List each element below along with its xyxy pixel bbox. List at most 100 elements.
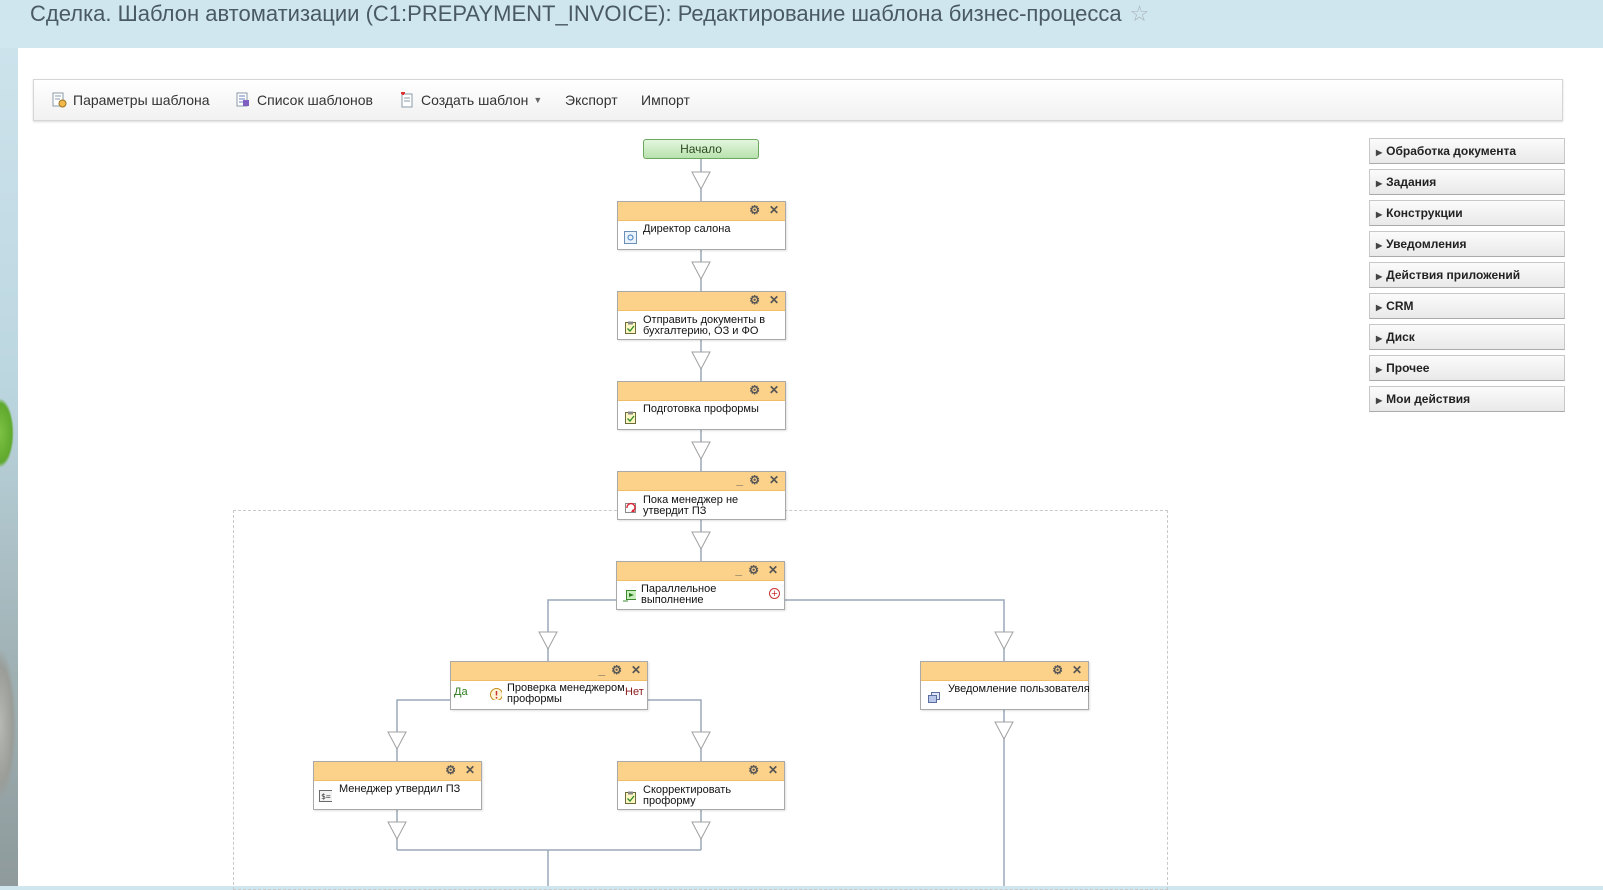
activity-prepare-proforma[interactable]: ⚙ ✕ Подготовка проформы <box>617 381 786 430</box>
activity-label: Директор салона <box>643 223 731 235</box>
palette-group-constructs[interactable]: ▶Конструкции <box>1369 200 1565 226</box>
collapse-icon[interactable]: _ <box>735 563 742 577</box>
activity-label-line2: бухгалтерию, ОЗ и ФО <box>643 325 759 337</box>
collapse-icon[interactable]: _ <box>598 663 605 677</box>
activity-label-line1: Скорректировать <box>643 784 732 796</box>
page-title: Сделка. Шаблон автоматизации (C1:PREPAYM… <box>30 0 1149 28</box>
export-label: Экспорт <box>565 92 618 108</box>
activity-label: Менеджер утвердил ПЗ <box>339 783 461 795</box>
expand-arrow-icon: ▶ <box>1376 241 1383 250</box>
activity-label-line1: Пока менеджер не <box>643 494 739 506</box>
create-template-button[interactable]: Создать шаблон ▼ <box>399 80 542 120</box>
list-icon <box>235 92 251 108</box>
template-list-button[interactable]: Список шаблонов <box>235 80 373 120</box>
template-list-label: Список шаблонов <box>257 92 373 108</box>
activity-parallel[interactable]: _ ⚙ ✕ Параллельное выполнение + <box>616 561 785 610</box>
close-icon[interactable]: ✕ <box>768 293 779 307</box>
gear-icon[interactable]: ⚙ <box>445 763 456 777</box>
activity-header: ⚙ ✕ <box>618 202 785 221</box>
close-icon[interactable]: ✕ <box>464 763 475 777</box>
close-icon[interactable]: ✕ <box>767 563 778 577</box>
export-button[interactable]: Экспорт <box>565 80 618 120</box>
activity-header: _ ⚙ ✕ <box>618 472 785 491</box>
activity-label-line2: проформу <box>643 795 696 807</box>
activity-director[interactable]: ⚙ ✕ Директор салона <box>617 201 786 250</box>
activity-header: ⚙ ✕ <box>618 762 784 781</box>
settings-doc-icon <box>51 92 67 108</box>
palette-group-app-actions[interactable]: ▶Действия приложений <box>1369 262 1565 288</box>
activity-label-line2: выполнение <box>641 594 704 606</box>
palette-group-notifications[interactable]: ▶Уведомления <box>1369 231 1565 257</box>
gear-icon[interactable]: ⚙ <box>748 763 759 777</box>
activity-correct-proforma[interactable]: ⚙ ✕ Скорректировать проформу <box>617 761 785 810</box>
star-icon[interactable]: ☆ <box>1129 1 1150 26</box>
import-label: Импорт <box>641 92 690 108</box>
new-doc-icon <box>399 92 415 108</box>
gear-icon[interactable]: ⚙ <box>748 563 759 577</box>
start-node[interactable]: Начало <box>643 139 759 159</box>
activity-header: ⚙ ✕ <box>921 662 1088 681</box>
activity-manager-check[interactable]: _ ⚙ ✕ Да Проверка менеджером проформы Не… <box>450 661 648 710</box>
task-icon <box>625 791 636 804</box>
expand-arrow-icon: ▶ <box>1376 210 1383 219</box>
palette-group-my-actions[interactable]: ▶Мои действия <box>1369 386 1565 412</box>
activity-header: ⚙ ✕ <box>618 292 785 311</box>
activity-notify-user[interactable]: ⚙ ✕ Уведомление пользователя <box>920 661 1090 710</box>
close-icon[interactable]: ✕ <box>767 763 778 777</box>
yes-branch-label: Да <box>454 686 468 698</box>
activity-label-line1: Параллельное <box>641 583 717 595</box>
palette-group-document[interactable]: ▶Обработка документа <box>1369 138 1565 164</box>
template-params-button[interactable]: Параметры шаблона <box>51 80 210 120</box>
gear-icon[interactable]: ⚙ <box>611 663 622 677</box>
activity-manager-approved[interactable]: ⚙ ✕ $= Менеджер утвердил ПЗ <box>313 761 482 810</box>
close-icon[interactable]: ✕ <box>768 473 779 487</box>
expand-arrow-icon: ▶ <box>1376 396 1383 405</box>
gear-icon[interactable]: ⚙ <box>749 293 760 307</box>
collapse-icon[interactable]: _ <box>736 473 743 487</box>
activity-send-documents[interactable]: ⚙ ✕ Отправить документы в бухгалтерию, О… <box>617 291 786 340</box>
activity-label: Уведомление пользователя <box>948 683 1090 695</box>
close-icon[interactable]: ✕ <box>630 663 641 677</box>
activity-label-line1: Отправить документы в <box>643 314 766 326</box>
expand-arrow-icon: ▶ <box>1376 303 1383 312</box>
gear-icon[interactable]: ⚙ <box>749 203 760 217</box>
gear-icon[interactable]: ⚙ <box>749 473 760 487</box>
palette-group-crm[interactable]: ▶CRM <box>1369 293 1565 319</box>
expand-arrow-icon: ▶ <box>1376 148 1383 157</box>
activity-label: Подготовка проформы <box>643 403 759 415</box>
task-icon <box>625 411 636 424</box>
activity-header: ⚙ ✕ <box>314 762 481 781</box>
add-branch-icon[interactable]: + <box>769 588 780 600</box>
activity-label-line2: утвердит ПЗ <box>643 505 707 517</box>
expand-arrow-icon: ▶ <box>1376 179 1383 188</box>
activity-header: _ ⚙ ✕ <box>451 662 647 681</box>
close-icon[interactable]: ✕ <box>768 383 779 397</box>
expand-arrow-icon: ▶ <box>1376 365 1383 374</box>
svg-text:$=: $= <box>321 792 331 801</box>
close-icon[interactable]: ✕ <box>1071 663 1082 677</box>
activity-header: _ ⚙ ✕ <box>617 562 784 581</box>
activity-label-line1: Проверка менеджером <box>507 682 625 694</box>
template-params-label: Параметры шаблона <box>73 92 210 108</box>
palette-group-other[interactable]: ▶Прочее <box>1369 355 1565 381</box>
condition-icon <box>490 688 502 700</box>
palette-group-tasks[interactable]: ▶Задания <box>1369 169 1565 195</box>
activity-header: ⚙ ✕ <box>618 382 785 401</box>
work-area <box>18 48 1603 886</box>
loop-icon <box>625 502 636 513</box>
set-variable-icon: $= <box>319 790 332 802</box>
gear-icon[interactable]: ⚙ <box>1052 663 1063 677</box>
background-leaf <box>0 398 14 468</box>
gear-icon[interactable]: ⚙ <box>749 383 760 397</box>
no-branch-label: Нет <box>625 686 644 698</box>
activity-while-loop[interactable]: _ ⚙ ✕ Пока менеджер не утвердит ПЗ <box>617 471 786 520</box>
parallel-icon <box>623 590 636 602</box>
import-button[interactable]: Импорт <box>641 80 690 120</box>
close-icon[interactable]: ✕ <box>768 203 779 217</box>
expand-arrow-icon: ▶ <box>1376 272 1383 281</box>
activity-palette: ▶Обработка документа ▶Задания ▶Конструкц… <box>1369 138 1565 417</box>
create-template-label: Создать шаблон <box>421 92 529 108</box>
palette-group-disk[interactable]: ▶Диск <box>1369 324 1565 350</box>
page-title-text: Сделка. Шаблон автоматизации (C1:PREPAYM… <box>30 1 1122 26</box>
